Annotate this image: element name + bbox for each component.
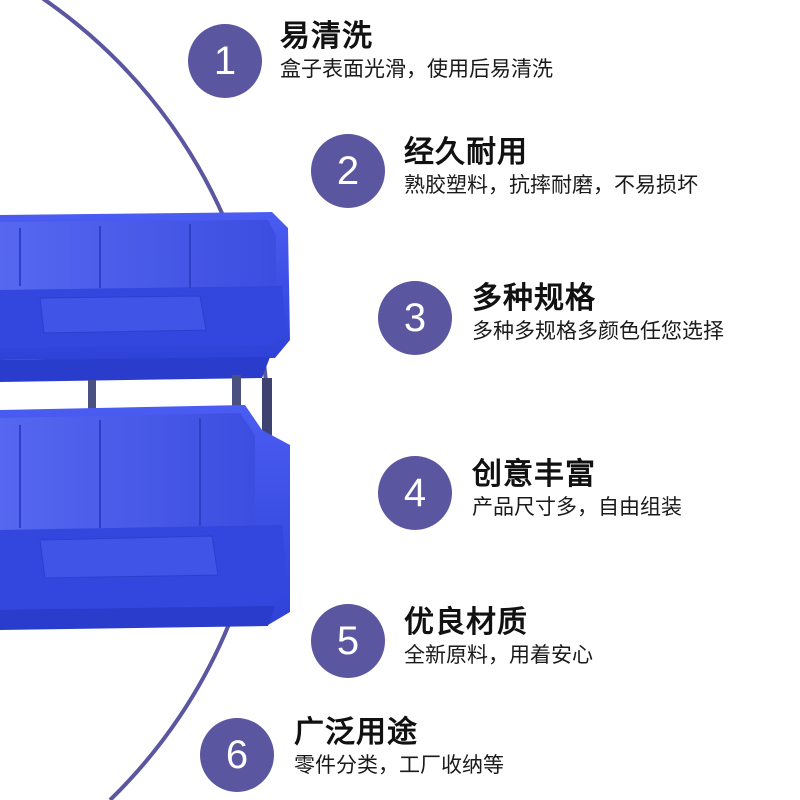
top-bin-image bbox=[0, 212, 290, 382]
feature-3-desc: 多种多规格多颜色任您选择 bbox=[472, 319, 724, 343]
number-4-text: 4 bbox=[403, 470, 427, 515]
number-1-text: 1 bbox=[213, 38, 237, 83]
feature-1-title: 易清洗 bbox=[280, 19, 373, 54]
number-badge-3: 3 bbox=[378, 281, 452, 355]
feature-3: 多种规格 多种多规格多颜色任您选择 bbox=[472, 282, 724, 344]
feature-4: 创意丰富 产品尺寸多，自由组装 bbox=[472, 458, 682, 520]
number-badge-2: 2 bbox=[311, 134, 385, 208]
number-5-text: 5 bbox=[336, 618, 360, 663]
feature-6-title: 广泛用途 bbox=[294, 715, 418, 750]
bottom-bin-image bbox=[0, 405, 290, 630]
decorative-arc bbox=[41, 0, 270, 800]
number-6-text: 6 bbox=[225, 732, 249, 777]
feature-6-desc: 零件分类，工厂收纳等 bbox=[294, 753, 504, 777]
number-badge-5: 5 bbox=[311, 604, 385, 678]
feature-6: 广泛用途 零件分类，工厂收纳等 bbox=[294, 716, 504, 778]
feature-5: 优良材质 全新原料，用着安心 bbox=[404, 606, 593, 668]
feature-2-desc: 熟胶塑料，抗摔耐磨，不易损坏 bbox=[404, 173, 698, 197]
feature-4-desc: 产品尺寸多，自由组装 bbox=[472, 495, 682, 519]
feature-2: 经久耐用 熟胶塑料，抗摔耐磨，不易损坏 bbox=[404, 136, 698, 198]
feature-4-title: 创意丰富 bbox=[472, 457, 596, 492]
number-3-text: 3 bbox=[403, 295, 427, 340]
feature-1: 易清洗 盒子表面光滑，使用后易清洗 bbox=[280, 20, 553, 82]
feature-5-desc: 全新原料，用着安心 bbox=[404, 643, 593, 667]
number-badge-4: 4 bbox=[378, 456, 452, 530]
feature-1-desc: 盒子表面光滑，使用后易清洗 bbox=[280, 57, 553, 81]
feature-5-title: 优良材质 bbox=[404, 605, 528, 640]
feature-2-title: 经久耐用 bbox=[404, 135, 528, 170]
support-posts bbox=[88, 375, 272, 448]
number-badge-6: 6 bbox=[200, 718, 274, 792]
number-2-text: 2 bbox=[336, 148, 360, 193]
feature-3-title: 多种规格 bbox=[472, 281, 596, 316]
number-badge-1: 1 bbox=[188, 24, 262, 98]
